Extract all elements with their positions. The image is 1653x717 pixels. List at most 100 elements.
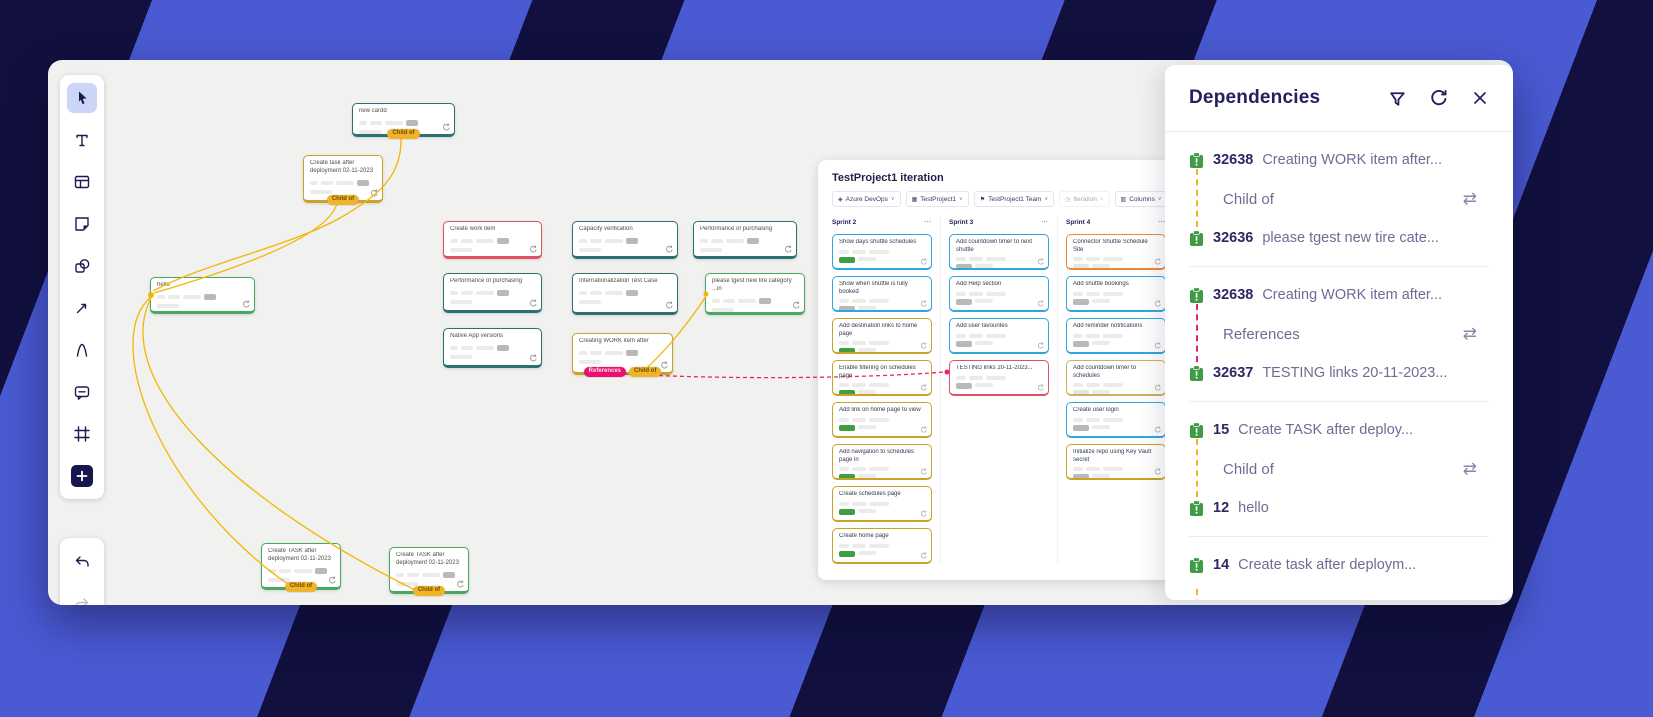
arrow-tool[interactable]: [67, 293, 97, 323]
undo-button[interactable]: [67, 547, 97, 577]
comment-tool[interactable]: [67, 377, 97, 407]
relation-pill[interactable]: Child of: [326, 195, 360, 205]
board-title: TestProject1 iteration: [832, 172, 944, 184]
trace-icon[interactable]: ⇄: [1462, 324, 1477, 343]
canvas-card[interactable]: Performance of purchasing: [693, 221, 797, 259]
board-card[interactable]: Initialize repo using Key Vault secret: [1066, 444, 1166, 480]
board-card[interactable]: Add reminder notifications: [1066, 318, 1166, 354]
board-card-title: Initialize repo using Key Vault secret: [1073, 449, 1152, 463]
text-tool[interactable]: [67, 125, 97, 155]
canvas-card[interactable]: Performance of purchasing: [443, 273, 542, 313]
work-item-icon: [1190, 151, 1203, 168]
frame-tool[interactable]: [67, 419, 97, 449]
column-menu-icon[interactable]: ⋯: [1041, 219, 1049, 226]
close-icon[interactable]: [1471, 89, 1489, 107]
canvas-card[interactable]: hello: [150, 277, 255, 314]
relation-pill[interactable]: Child of: [412, 586, 446, 596]
redo-button[interactable]: [67, 589, 97, 605]
dependency-item[interactable]: 12 hello: [1189, 492, 1489, 524]
relation-pill[interactable]: References: [583, 367, 627, 377]
work-item-id: 32637: [1213, 365, 1254, 381]
work-item-title: hello: [1238, 500, 1269, 516]
canvas-card[interactable]: Capacity verification: [572, 221, 678, 259]
canvas-card-title: Create TASK after deployment 02-11-2023: [396, 552, 459, 566]
canvas-card[interactable]: Create work item: [443, 221, 542, 259]
canvas-card[interactable]: new cardd Child of: [352, 103, 455, 139]
templates-tool[interactable]: [67, 167, 97, 197]
work-item-title: Creating WORK item after...: [1262, 152, 1443, 168]
pen-tool[interactable]: [67, 335, 97, 365]
board-card[interactable]: Create schedules page: [832, 486, 932, 522]
canvas-card[interactable]: Native App versions: [443, 328, 542, 368]
dependency-item[interactable]: 32636 please tgest new tire cate...: [1189, 222, 1489, 254]
board-card-title: Add link on home page to view: [839, 407, 921, 413]
select-tool[interactable]: [67, 83, 97, 113]
shapes-tool[interactable]: [67, 251, 97, 281]
board-card[interactable]: Add shuttle bookings: [1066, 276, 1166, 312]
work-item-icon: [1190, 499, 1203, 516]
board-card[interactable]: Add link on home page to view: [832, 402, 932, 438]
board-card[interactable]: Show when shuttle is fully booked: [832, 276, 932, 312]
relation-row: Child of ⇄: [1189, 169, 1489, 227]
board-card[interactable]: Add navigation to schedules page in: [832, 444, 932, 480]
sticky-note-tool[interactable]: [67, 209, 97, 239]
canvas-card-title: new cardd: [359, 108, 387, 114]
filter-chip[interactable]: ▦ TestProject1 ∨: [905, 191, 969, 207]
dependency-item[interactable]: 32638 Creating WORK item after...: [1189, 144, 1489, 176]
board-card[interactable]: Show days shuttle schedules: [832, 234, 932, 270]
kanban-board[interactable]: TestProject1 iteration ◈ Azure DevOps ∨ …: [818, 160, 1170, 580]
dependency-group: 32638 Creating WORK item after... Child …: [1189, 132, 1489, 266]
dependency-item[interactable]: 32637 TESTING links 20-11-2023...: [1189, 357, 1489, 389]
panel-title: Dependencies: [1189, 87, 1321, 108]
filter-chip[interactable]: ◷ Iteration ∨: [1059, 191, 1110, 207]
work-item-title: Create TASK after deploy...: [1238, 422, 1414, 438]
board-card[interactable]: Connector Shuttle Schedule Site: [1066, 234, 1166, 270]
state-chip: [839, 390, 855, 394]
sync-icon: [785, 245, 792, 253]
filter-chip-label: TestProject1 Team: [988, 195, 1042, 203]
board-card[interactable]: TESTING links 20-11-2023...: [949, 360, 1049, 396]
sync-icon: [920, 510, 927, 517]
canvas-card[interactable]: Create TASK after deployment 02-11-2023 …: [389, 547, 469, 596]
board-card[interactable]: Add countdown timer to schedules: [1066, 360, 1166, 396]
board-card-title: Add countdown timer to schedules: [1073, 365, 1137, 379]
board-card[interactable]: Create home page: [832, 528, 932, 564]
filter-chip[interactable]: ◈ Azure DevOps ∨: [832, 191, 901, 207]
canvas-card[interactable]: Internationalization Test Case: [572, 273, 678, 315]
trace-icon[interactable]: ⇄: [1462, 459, 1477, 478]
canvas-card[interactable]: Create task after deployment 02-11-2023 …: [303, 155, 383, 205]
relation-pill[interactable]: Child of: [629, 367, 662, 377]
column-menu-icon[interactable]: ⋯: [924, 219, 932, 226]
column-menu-icon[interactable]: ⋯: [1158, 219, 1166, 226]
board-card[interactable]: Add destination links to home page: [832, 318, 932, 354]
sync-icon: [1037, 342, 1044, 349]
sync-icon: [920, 300, 927, 307]
sync-icon: [1154, 258, 1161, 265]
board-card[interactable]: Add Help section: [949, 276, 1049, 312]
board-card[interactable]: Add user favourites: [949, 318, 1049, 354]
refresh-icon[interactable]: [1429, 88, 1449, 108]
sync-icon: [1154, 300, 1161, 307]
canvas-card[interactable]: Create TASK after deployment 02-11-2023 …: [261, 543, 341, 592]
work-item-title: please tgest new tire cate...: [1262, 230, 1439, 246]
work-item-id: 32638: [1213, 152, 1254, 168]
filter-chip[interactable]: ▥ Columns ∨: [1114, 191, 1168, 207]
relation-pill[interactable]: Child of: [284, 582, 318, 592]
chevron-down-icon: ∨: [890, 196, 895, 202]
board-card[interactable]: Enable filtering on schedules page: [832, 360, 932, 396]
dependency-item[interactable]: 15 Create TASK after deploy...: [1189, 414, 1489, 446]
dependency-item[interactable]: 14 Create task after deploym...: [1189, 549, 1489, 581]
relation-row: References ⇄: [1189, 304, 1489, 362]
relation-pill[interactable]: Child of: [387, 129, 420, 139]
filter-chip[interactable]: ⚑ TestProject1 Team ∨: [973, 191, 1055, 207]
dependency-item[interactable]: 32638 Creating WORK item after...: [1189, 279, 1489, 311]
state-chip: [839, 550, 855, 557]
trace-icon[interactable]: ⇄: [1462, 189, 1477, 208]
canvas-card[interactable]: please tgest new tire category ...in: [705, 273, 805, 315]
filter-icon[interactable]: [1388, 89, 1407, 108]
add-tool[interactable]: [67, 461, 97, 491]
board-card[interactable]: Create user login: [1066, 402, 1166, 438]
board-card[interactable]: Add countdown timer to next shuttle: [949, 234, 1049, 270]
canvas-card-title: Internationalization Test Case: [579, 278, 658, 284]
